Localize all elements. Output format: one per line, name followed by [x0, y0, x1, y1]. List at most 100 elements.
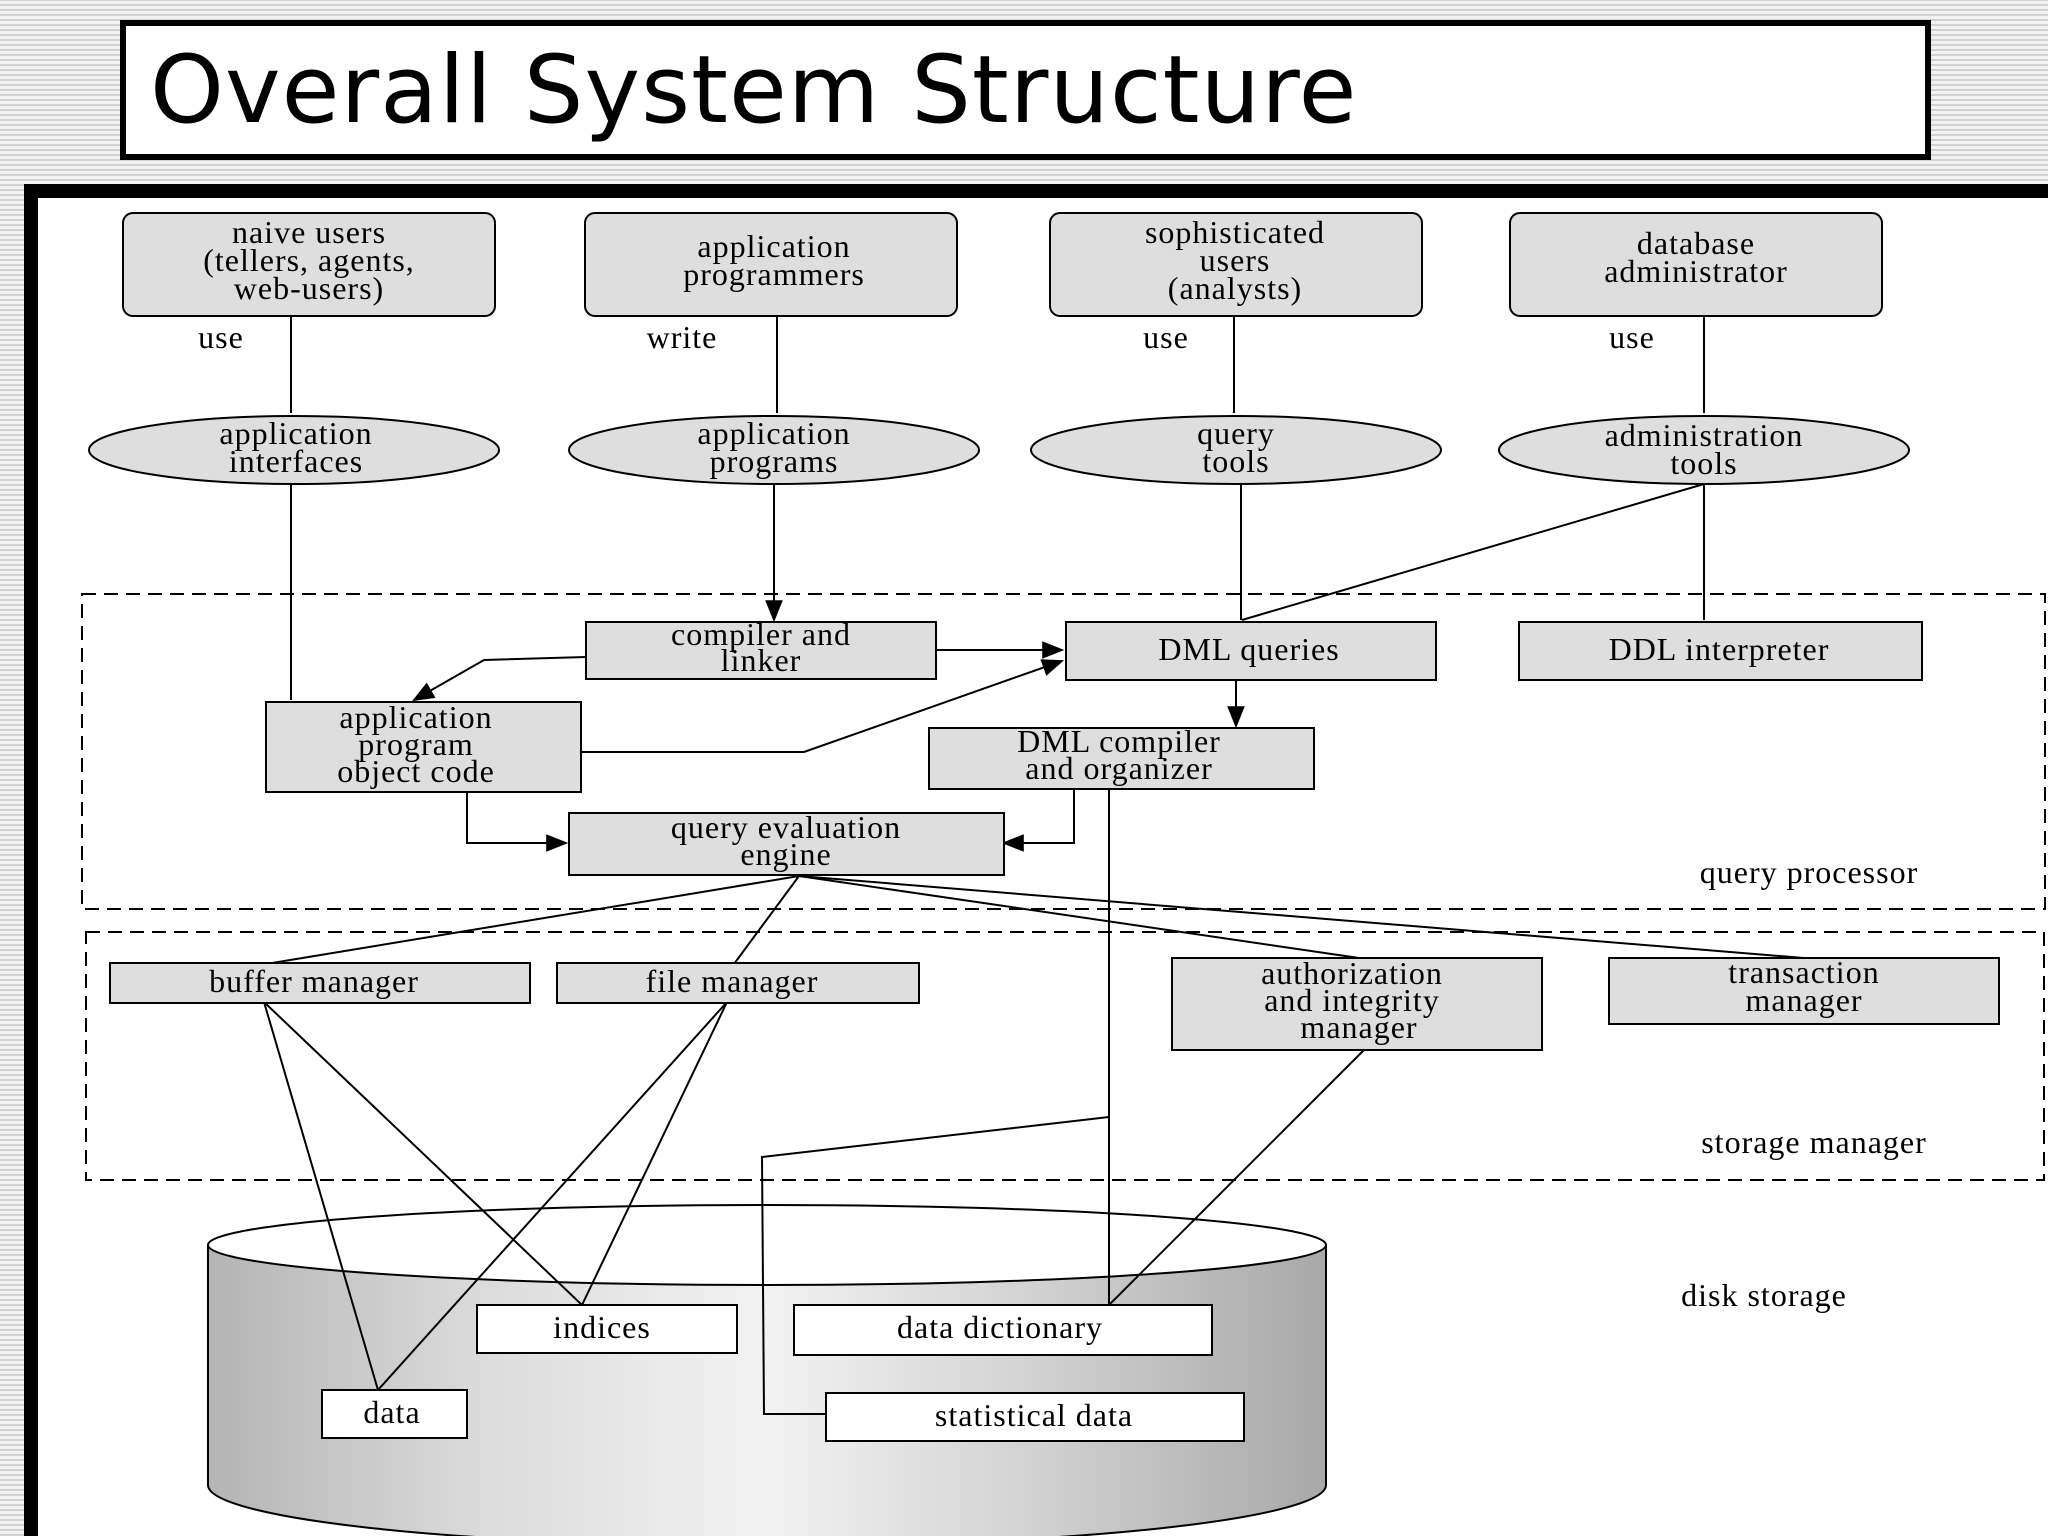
object-code-line-3: object code: [337, 753, 495, 789]
query-tools-line-2: tools: [1202, 443, 1269, 479]
query-tools-line-1: query: [1197, 415, 1275, 451]
line-dml-compiler-to-statistics: [760, 1116, 1110, 1415]
admin-tools-line-1: administration: [1605, 417, 1804, 453]
arrow-dml-compiler-to-engine: [1001, 789, 1075, 852]
users-group: naive users(tellers, agents,web-users) a…: [122, 212, 1883, 317]
query-processor-region: [81, 593, 2046, 910]
app-programmers-line-1: application: [697, 228, 850, 264]
dml-compiler-line-1: DML compiler: [1017, 723, 1221, 759]
line-buffer-to-data: [263, 1001, 379, 1391]
admin-tools-line-2: tools: [1670, 445, 1737, 481]
system-structure-diagram: naive users(tellers, agents,web-users) a…: [81, 212, 2046, 1536]
svg-text:naive users(tellers, agents,we: naive users(tellers, agents,web-users): [203, 214, 415, 306]
indices-label: indices: [553, 1309, 651, 1345]
statistical-data-label: statistical data: [935, 1397, 1133, 1433]
app-interfaces-line-1: application: [219, 415, 372, 451]
compiler-linker-line-1: compiler and: [671, 616, 851, 652]
data-dictionary-label: data dictionary: [897, 1309, 1103, 1345]
query-processor-label: query processor: [1700, 854, 1918, 890]
object-code-line-2: program: [358, 726, 473, 762]
naive-users-line-1: naive users: [232, 214, 386, 250]
eval-engine-line-2: engine: [740, 836, 831, 872]
diagram-panel: naive users(tellers, agents,web-users) a…: [24, 184, 2048, 1536]
compiler-linker-line-2: linker: [721, 642, 802, 678]
line-buffer-to-indices: [263, 1001, 583, 1306]
arrow-object-code-to-engine: [466, 788, 569, 852]
line-file-to-data: [377, 1001, 728, 1391]
file-manager-box: file manager: [556, 962, 920, 1004]
db-administrator-line-1: database: [1637, 225, 1755, 261]
indices-box: indices: [476, 1304, 738, 1354]
relation-label-use-3: use: [1609, 319, 1655, 355]
storage-manager-region: [85, 931, 2045, 1181]
data-label: data: [363, 1394, 420, 1430]
line-admin-tools-to-dml-queries: [1241, 483, 1705, 621]
auth-manager-line-2: and integrity: [1264, 982, 1440, 1018]
arrow-object-code-to-dml-queries: [581, 659, 1065, 753]
arrow-compiler-to-object-code: [412, 656, 587, 702]
sophisticated-users-line-2: users: [1200, 242, 1271, 278]
app-programs-line-2: programs: [710, 443, 839, 479]
auth-manager-line-1: authorization: [1261, 955, 1443, 991]
naive-users-box: naive users(tellers, agents,web-users): [122, 212, 496, 317]
app-interfaces-line-2: interfaces: [229, 443, 363, 479]
sophisticated-users-line-3: (analysts): [1168, 270, 1302, 306]
transaction-manager-line-2: manager: [1745, 982, 1862, 1018]
data-box: data: [321, 1389, 468, 1439]
naive-users-line-3: web-users): [234, 270, 384, 306]
auth-manager-line-3: manager: [1300, 1009, 1417, 1045]
object-code-line-1: application: [339, 699, 492, 735]
app-programs-line-1: application: [697, 415, 850, 451]
data-dictionary-box: data dictionary: [793, 1304, 1213, 1356]
storage-manager-label: storage manager: [1701, 1124, 1927, 1160]
file-manager-label: file manager: [646, 963, 819, 999]
statistical-data-box: statistical data: [825, 1392, 1245, 1442]
relation-label-use-1: use: [198, 319, 244, 355]
page-title: Overall System Structure: [150, 35, 1358, 145]
naive-users-line-2: (tellers, agents,: [203, 242, 415, 278]
title-box: Overall System Structure: [120, 20, 1931, 160]
line-engine-to-auth: [798, 875, 1360, 959]
relation-label-write: write: [647, 319, 718, 355]
dml-queries-box: DML queries: [1065, 621, 1437, 681]
app-programmers-line-2: programmers: [683, 256, 865, 292]
sophisticated-users-line-1: sophisticated: [1145, 214, 1325, 250]
line-file-to-indices: [581, 1001, 728, 1306]
dml-queries-label: DML queries: [1158, 631, 1339, 667]
ddl-interpreter-box: DDL interpreter: [1518, 621, 1923, 681]
eval-engine-line-1: query evaluation: [671, 809, 901, 845]
connectors: [263, 316, 1805, 1415]
line-engine-to-transaction: [798, 875, 1805, 959]
line-auth-to-dictionary: [1108, 1049, 1365, 1306]
transaction-manager-line-1: transaction: [1728, 954, 1879, 990]
ddl-interpreter-label: DDL interpreter: [1609, 631, 1830, 667]
disk-storage-label: disk storage: [1681, 1277, 1847, 1313]
buffer-manager-label: buffer manager: [209, 963, 419, 999]
